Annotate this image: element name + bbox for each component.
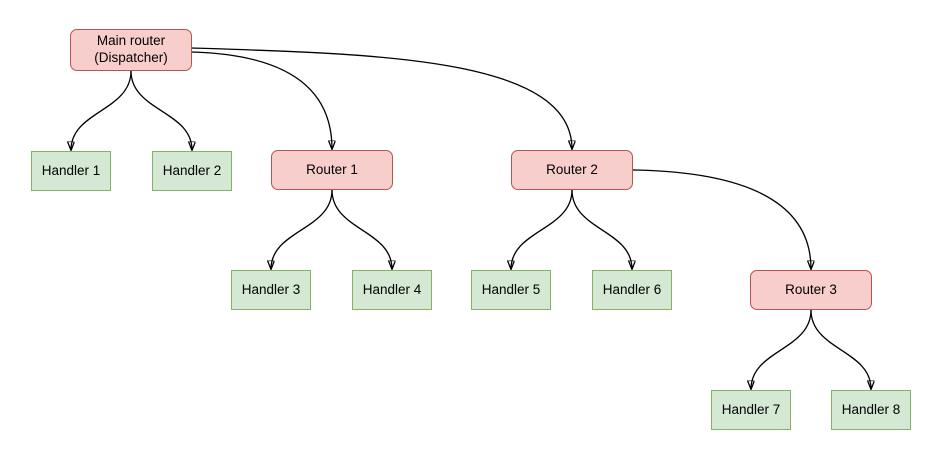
node-main-router: Main router (Dispatcher) xyxy=(70,29,192,71)
node-handler-7-label: Handler 7 xyxy=(721,401,781,417)
node-router-2: Router 2 xyxy=(511,150,633,190)
node-router-1: Router 1 xyxy=(271,150,393,190)
edge-router-1-to-handler-3 xyxy=(271,189,333,269)
node-router-2-label: Router 2 xyxy=(546,161,598,177)
node-handler-1: Handler 1 xyxy=(31,151,111,191)
edge-router-1-to-handler-4 xyxy=(331,189,392,269)
edge-main-router-to-handler-1 xyxy=(71,70,132,150)
edge-main-router-to-router-1 xyxy=(191,51,332,149)
edge-router-3-to-handler-7 xyxy=(751,309,812,389)
node-main-router-label: Main router (Dispatcher) xyxy=(94,33,168,65)
edge-main-router-to-handler-2 xyxy=(130,70,192,150)
node-handler-3-label: Handler 3 xyxy=(241,281,301,297)
node-router-1-label: Router 1 xyxy=(306,161,358,177)
node-handler-4-label: Handler 4 xyxy=(362,281,422,297)
node-handler-8: Handler 8 xyxy=(831,390,911,430)
node-handler-3: Handler 3 xyxy=(231,270,311,310)
node-handler-7: Handler 7 xyxy=(711,390,791,430)
edge-router-2-to-handler-6 xyxy=(571,189,632,269)
node-handler-2: Handler 2 xyxy=(152,151,232,191)
node-handler-4: Handler 4 xyxy=(352,270,432,310)
node-handler-5-label: Handler 5 xyxy=(481,281,541,297)
edge-router-3-to-handler-8 xyxy=(810,309,871,389)
edge-main-router-to-router-2 xyxy=(191,47,572,149)
node-handler-1-label: Handler 1 xyxy=(41,162,101,178)
edge-router-2-to-router-3 xyxy=(632,169,811,269)
node-router-3: Router 3 xyxy=(750,270,872,310)
node-handler-2-label: Handler 2 xyxy=(162,162,222,178)
node-router-3-label: Router 3 xyxy=(785,281,837,297)
node-handler-5: Handler 5 xyxy=(471,270,551,310)
node-handler-8-label: Handler 8 xyxy=(841,401,901,417)
edge-router-2-to-handler-5 xyxy=(511,189,573,269)
node-handler-6: Handler 6 xyxy=(592,270,672,310)
node-handler-6-label: Handler 6 xyxy=(602,281,662,297)
